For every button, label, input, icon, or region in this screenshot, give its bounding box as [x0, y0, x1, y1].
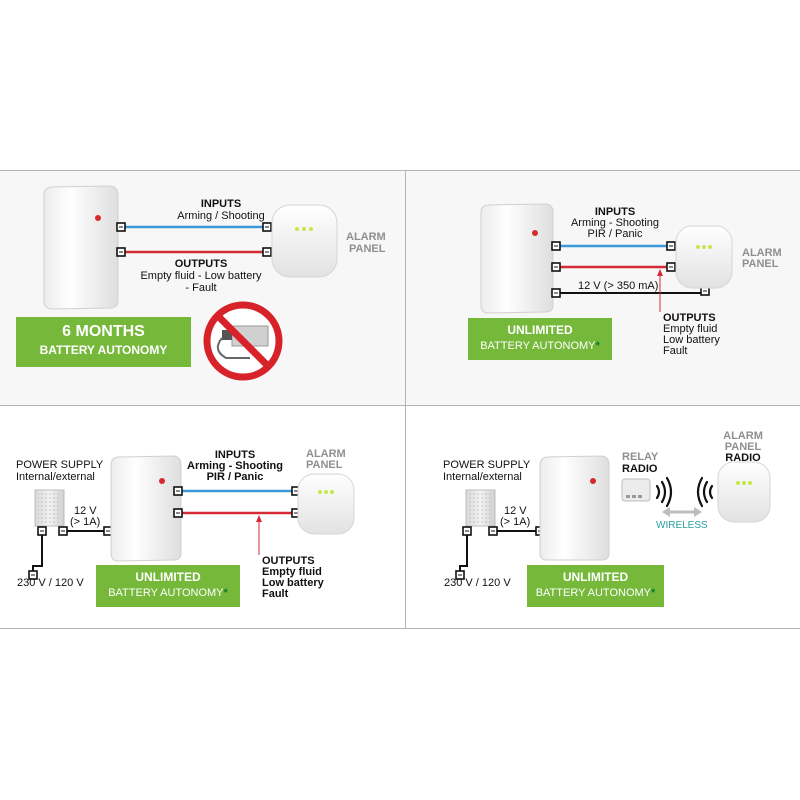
outputs-title: OUTPUTS	[262, 555, 315, 567]
detector-device	[43, 185, 119, 310]
power-supply-subtitle: Internal/external	[443, 471, 522, 483]
alarm-panel-label-line1: ALARM	[723, 430, 763, 442]
alarm-panel-label-line2: PANEL	[349, 243, 386, 255]
panel1-diagram	[43, 185, 338, 381]
badge-line1: 6 MONTHS	[62, 323, 145, 340]
outputs-line2: Low battery	[262, 577, 324, 589]
wireless-label: WIRELESS	[656, 520, 708, 531]
badge-line2: BATTERY AUTONOMY	[480, 339, 596, 352]
badge-asterisk: *	[595, 339, 600, 352]
voltage-line1: 12 V	[74, 505, 97, 517]
alarm-panel-label-line3: RADIO	[725, 452, 761, 464]
no-mains-power-icon	[203, 301, 283, 381]
outputs-line3: Fault	[663, 345, 688, 357]
outputs-title: OUTPUTS	[174, 258, 228, 270]
voltage-line2: (> 1A)	[70, 516, 101, 528]
power-supply-subtitle: Internal/external	[16, 471, 95, 483]
autonomy-badge: UNLIMITED BATTERY AUTONOMY*	[527, 565, 664, 607]
inputs-title: INPUTS	[594, 206, 636, 218]
badge-line1: UNLIMITED	[135, 570, 201, 584]
alarm-panel	[717, 461, 771, 523]
voltage-line1: 12 V	[504, 505, 527, 517]
top-divider	[0, 170, 800, 171]
alarm-panel-label-line2: PANEL	[724, 441, 762, 453]
panel3-diagram	[28, 455, 355, 580]
inputs-line2: PIR / Panic	[206, 471, 264, 483]
alarm-panel	[675, 225, 733, 289]
outputs-line1: Empty fluid	[262, 566, 322, 578]
detector-device	[539, 455, 610, 561]
detector-led	[95, 215, 101, 221]
alarm-panel-label-line1: ALARM	[346, 231, 386, 243]
badge-line2: BATTERY AUTONOMY	[108, 586, 224, 599]
outputs-line2: - Fault	[185, 282, 217, 294]
panel2-diagram	[480, 203, 733, 314]
outputs-line1: Empty fluid - Low battery	[140, 270, 262, 282]
voltage-line2: (> 1A)	[500, 516, 531, 528]
relay-label-line1: RELAY	[622, 451, 659, 463]
badge-line1: UNLIMITED	[562, 570, 629, 584]
alarm-panel-label-line1: ALARM	[742, 247, 782, 259]
inputs-title: INPUTS	[200, 198, 242, 210]
badge-line1: UNLIMITED	[507, 323, 573, 337]
badge-asterisk: *	[223, 586, 228, 599]
badge-line2: BATTERY AUTONOMY	[39, 343, 168, 358]
inputs-line1: Arming - Shooting	[187, 460, 283, 472]
alarm-panel	[297, 473, 355, 535]
autonomy-badge: UNLIMITED BATTERY AUTONOMY*	[96, 565, 240, 607]
outputs-line3: Fault	[262, 588, 289, 600]
alarm-panel-label-line2: PANEL	[742, 258, 779, 270]
bottom-divider	[0, 628, 800, 629]
badge-asterisk: *	[651, 586, 656, 599]
inputs-line2: PIR / Panic	[587, 228, 643, 240]
mains-label: 230 V / 120 V	[444, 577, 511, 589]
supply-label: 12 V (> 350 mA)	[578, 280, 659, 292]
alarm-panel-label-line2: PANEL	[306, 459, 343, 471]
alarm-panel	[271, 204, 338, 278]
inputs-line1: Arming - Shooting	[570, 217, 660, 229]
power-supply-title: POWER SUPPLY	[16, 459, 104, 471]
outputs-line2: Low battery	[663, 334, 720, 346]
alarm-panel-label-line1: ALARM	[306, 448, 346, 460]
autonomy-badge: UNLIMITED BATTERY AUTONOMY*	[468, 318, 612, 360]
center-divider	[405, 170, 406, 628]
relay-label-line2: RADIO	[622, 463, 658, 475]
inputs-description: Arming / Shooting	[177, 210, 265, 222]
middle-divider	[0, 405, 800, 406]
detector-device	[480, 203, 554, 314]
badge-line2: BATTERY AUTONOMY	[535, 586, 652, 599]
mains-label: 230 V / 120 V	[17, 577, 84, 589]
autonomy-badge: 6 MONTHS BATTERY AUTONOMY	[16, 317, 191, 367]
panel4-diagram	[455, 455, 771, 580]
outputs-line1: Empty fluid	[663, 323, 718, 335]
double-arrow-icon	[662, 507, 702, 517]
outputs-title: OUTPUTS	[663, 312, 716, 324]
radio-wave-icon	[655, 476, 714, 508]
power-supply-title: POWER SUPPLY	[443, 459, 531, 471]
inputs-title: INPUTS	[214, 449, 256, 461]
